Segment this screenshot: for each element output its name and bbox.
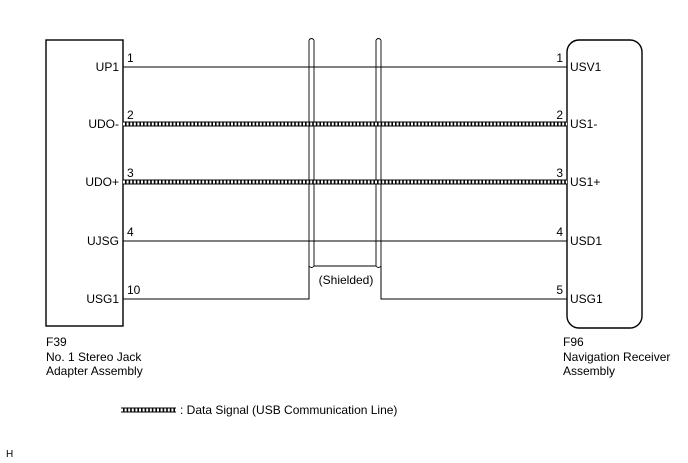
left-pin-number: 4 [127, 225, 134, 239]
right-connector-name-line-2: Assembly [563, 364, 615, 378]
left-pin-label: UP1 [96, 60, 120, 74]
left-pin-label: UDO- [88, 117, 119, 131]
right-pin-number: 1 [556, 51, 563, 65]
shield-ground-wire-left [123, 266, 310, 300]
shield-bottom-cap-left [308, 265, 315, 268]
left-pin-label: UJSG [87, 234, 119, 248]
left-connector-code: F39 [46, 335, 67, 349]
left-connector-box [45, 39, 124, 327]
right-pin-label: US1+ [570, 175, 600, 189]
left-pin-label: USG1 [86, 292, 119, 306]
shield-top-cap-right [375, 38, 382, 41]
right-connector-label: F96 Navigation Receiver Assembly [563, 335, 670, 378]
shield-tube [308, 38, 382, 268]
shield-ground-wire-right [380, 266, 567, 300]
right-pin-number: 4 [556, 225, 563, 239]
left-pin-number: 2 [127, 108, 134, 122]
shield-bottom-cap-right [375, 265, 382, 268]
right-connector-code: F96 [563, 335, 584, 349]
right-connector-name-line-1: Navigation Receiver [563, 350, 670, 364]
left-connector-name-line-1: No. 1 Stereo Jack [46, 350, 142, 364]
right-pin-label: US1- [570, 117, 597, 131]
legend-label: : Data Signal (USB Communication Line) [180, 403, 397, 417]
shield-label: (Shielded) [319, 273, 374, 287]
right-pin-number: 2 [556, 108, 563, 122]
left-pin-number: 10 [127, 283, 141, 297]
left-pin-number: 3 [127, 166, 134, 180]
right-pin-label: USG1 [570, 292, 603, 306]
left-connector-name-line-2: Adapter Assembly [46, 364, 143, 378]
left-connector-label: F39 No. 1 Stereo Jack Adapter Assembly [46, 335, 143, 378]
left-pin-label: UDO+ [85, 175, 119, 189]
right-pin-label: USD1 [570, 234, 602, 248]
right-pin-number: 5 [556, 283, 563, 297]
right-pin-number: 3 [556, 166, 563, 180]
corner-mark: H [6, 449, 13, 460]
shield-top-cap-left [308, 38, 315, 41]
right-pin-label: USV1 [570, 60, 602, 74]
legend: : Data Signal (USB Communication Line) [121, 403, 397, 417]
left-pin-number: 1 [127, 51, 134, 65]
